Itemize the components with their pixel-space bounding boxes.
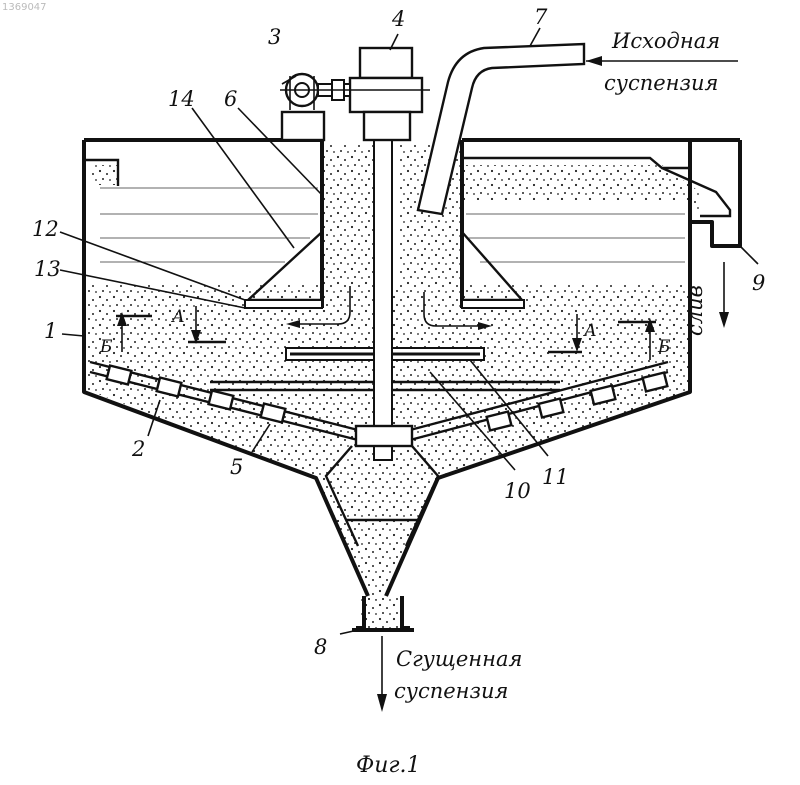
- label-part-3: 3: [268, 25, 281, 49]
- label-part-4: 4: [391, 7, 405, 31]
- label-part-14: 14: [168, 87, 195, 111]
- drive-unit: [280, 48, 430, 140]
- label-part-8: 8: [314, 635, 327, 659]
- label-part-5: 5: [230, 455, 243, 479]
- section-a-left: А: [171, 307, 185, 327]
- thickened-label-line2: суспензия: [394, 679, 508, 703]
- label-part-2: 2: [131, 437, 145, 461]
- thickened-label-line1: Сгущенная: [396, 647, 522, 671]
- inflow-label-line1: Исходная: [611, 29, 720, 53]
- label-part-10: 10: [504, 479, 531, 503]
- section-a-right: А: [583, 321, 597, 341]
- label-part-1: 1: [44, 319, 57, 343]
- watermark: 1369047: [2, 2, 47, 13]
- inflow-label-line2: суспензия: [604, 71, 718, 95]
- figure-caption: Фиг.1: [356, 753, 421, 778]
- overflow-label: слив: [683, 285, 707, 336]
- section-b-left: Б: [99, 337, 113, 357]
- label-part-12: 12: [32, 217, 59, 241]
- label-part-11: 11: [542, 465, 569, 489]
- label-part-6: 6: [224, 87, 237, 111]
- section-b-right: Б: [657, 337, 671, 357]
- label-part-13: 13: [34, 257, 61, 281]
- label-part-7: 7: [534, 5, 548, 29]
- label-part-9: 9: [752, 271, 765, 295]
